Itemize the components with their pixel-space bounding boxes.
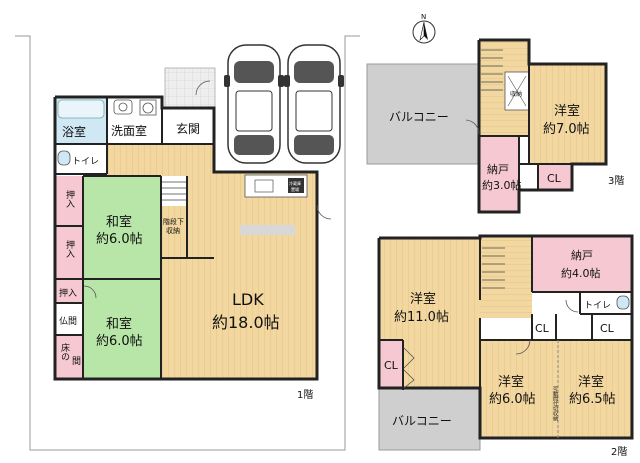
- parked-car-icon: [284, 44, 344, 164]
- toilet-label: トイレ: [72, 157, 99, 167]
- storage-label: 収納: [510, 90, 522, 98]
- floor2-plan: [377, 234, 634, 451]
- youshitsu-name: 洋室: [498, 374, 524, 390]
- entrance-label: 玄関: [176, 121, 200, 136]
- north-compass-icon: [412, 20, 436, 44]
- washitsu-name: 和室: [106, 214, 132, 230]
- cl-label: CL: [384, 359, 399, 372]
- nando-size: 約3.0帖: [482, 178, 522, 192]
- understair-label: 収納: [166, 226, 180, 235]
- butsuma-label: 仏間: [59, 316, 77, 327]
- cl-label: CL: [600, 322, 615, 335]
- closet-label: 押入: [64, 189, 75, 208]
- youshitsu-size: 約6.0帖: [489, 392, 536, 407]
- floor3-plan: [366, 38, 608, 214]
- appliance-label: 置場: [291, 186, 299, 192]
- understair-label: 階段下: [163, 217, 184, 226]
- washroom-label: 洗面室: [111, 123, 147, 138]
- youshitsu-name: 洋室: [554, 103, 580, 119]
- ldk-size: 約18.0帖: [212, 313, 280, 332]
- washitsu-size: 約6.0帖: [96, 334, 143, 349]
- cl-label: CL: [535, 322, 550, 335]
- compass-north-label: N: [421, 13, 426, 21]
- appliance-label: 冷蔵庫: [289, 180, 301, 186]
- floor1-label: 1階: [297, 389, 313, 401]
- nando-name: 納戸: [487, 163, 509, 176]
- youshitsu-size: 約11.0帖: [394, 310, 449, 325]
- washitsu-name: 和室: [106, 316, 132, 332]
- closet-label: 押入: [64, 239, 75, 258]
- tokonoma-label: 間: [70, 356, 81, 366]
- nando-name: 納戸: [571, 249, 593, 262]
- youshitsu-name: 洋室: [578, 374, 604, 390]
- site-boundary: [15, 35, 360, 451]
- youshitsu-size: 約6.5帖: [569, 392, 616, 407]
- floor1-plan: [53, 67, 332, 381]
- youshitsu-name: 洋室: [410, 291, 436, 307]
- cl-label: CL: [547, 172, 562, 185]
- partition-note: 可動間仕切収納: [552, 386, 558, 422]
- parked-car-icon: [224, 44, 284, 164]
- bath-label: 浴室: [62, 124, 86, 139]
- ldk-name: LDK: [232, 290, 264, 309]
- youshitsu-size: 約7.0帖: [543, 122, 590, 137]
- closet-label: 押入: [59, 287, 77, 299]
- toilet-label: トイレ: [584, 301, 611, 311]
- washitsu-size: 約6.0帖: [96, 232, 143, 247]
- nando-size: 約4.0帖: [561, 266, 601, 280]
- floor3-label: 3階: [608, 175, 624, 187]
- floor2-label: 2階: [611, 446, 627, 458]
- tokonoma-label: 床の: [59, 342, 70, 361]
- balcony-label: バルコニー: [392, 414, 452, 428]
- balcony-label: バルコニー: [389, 110, 449, 124]
